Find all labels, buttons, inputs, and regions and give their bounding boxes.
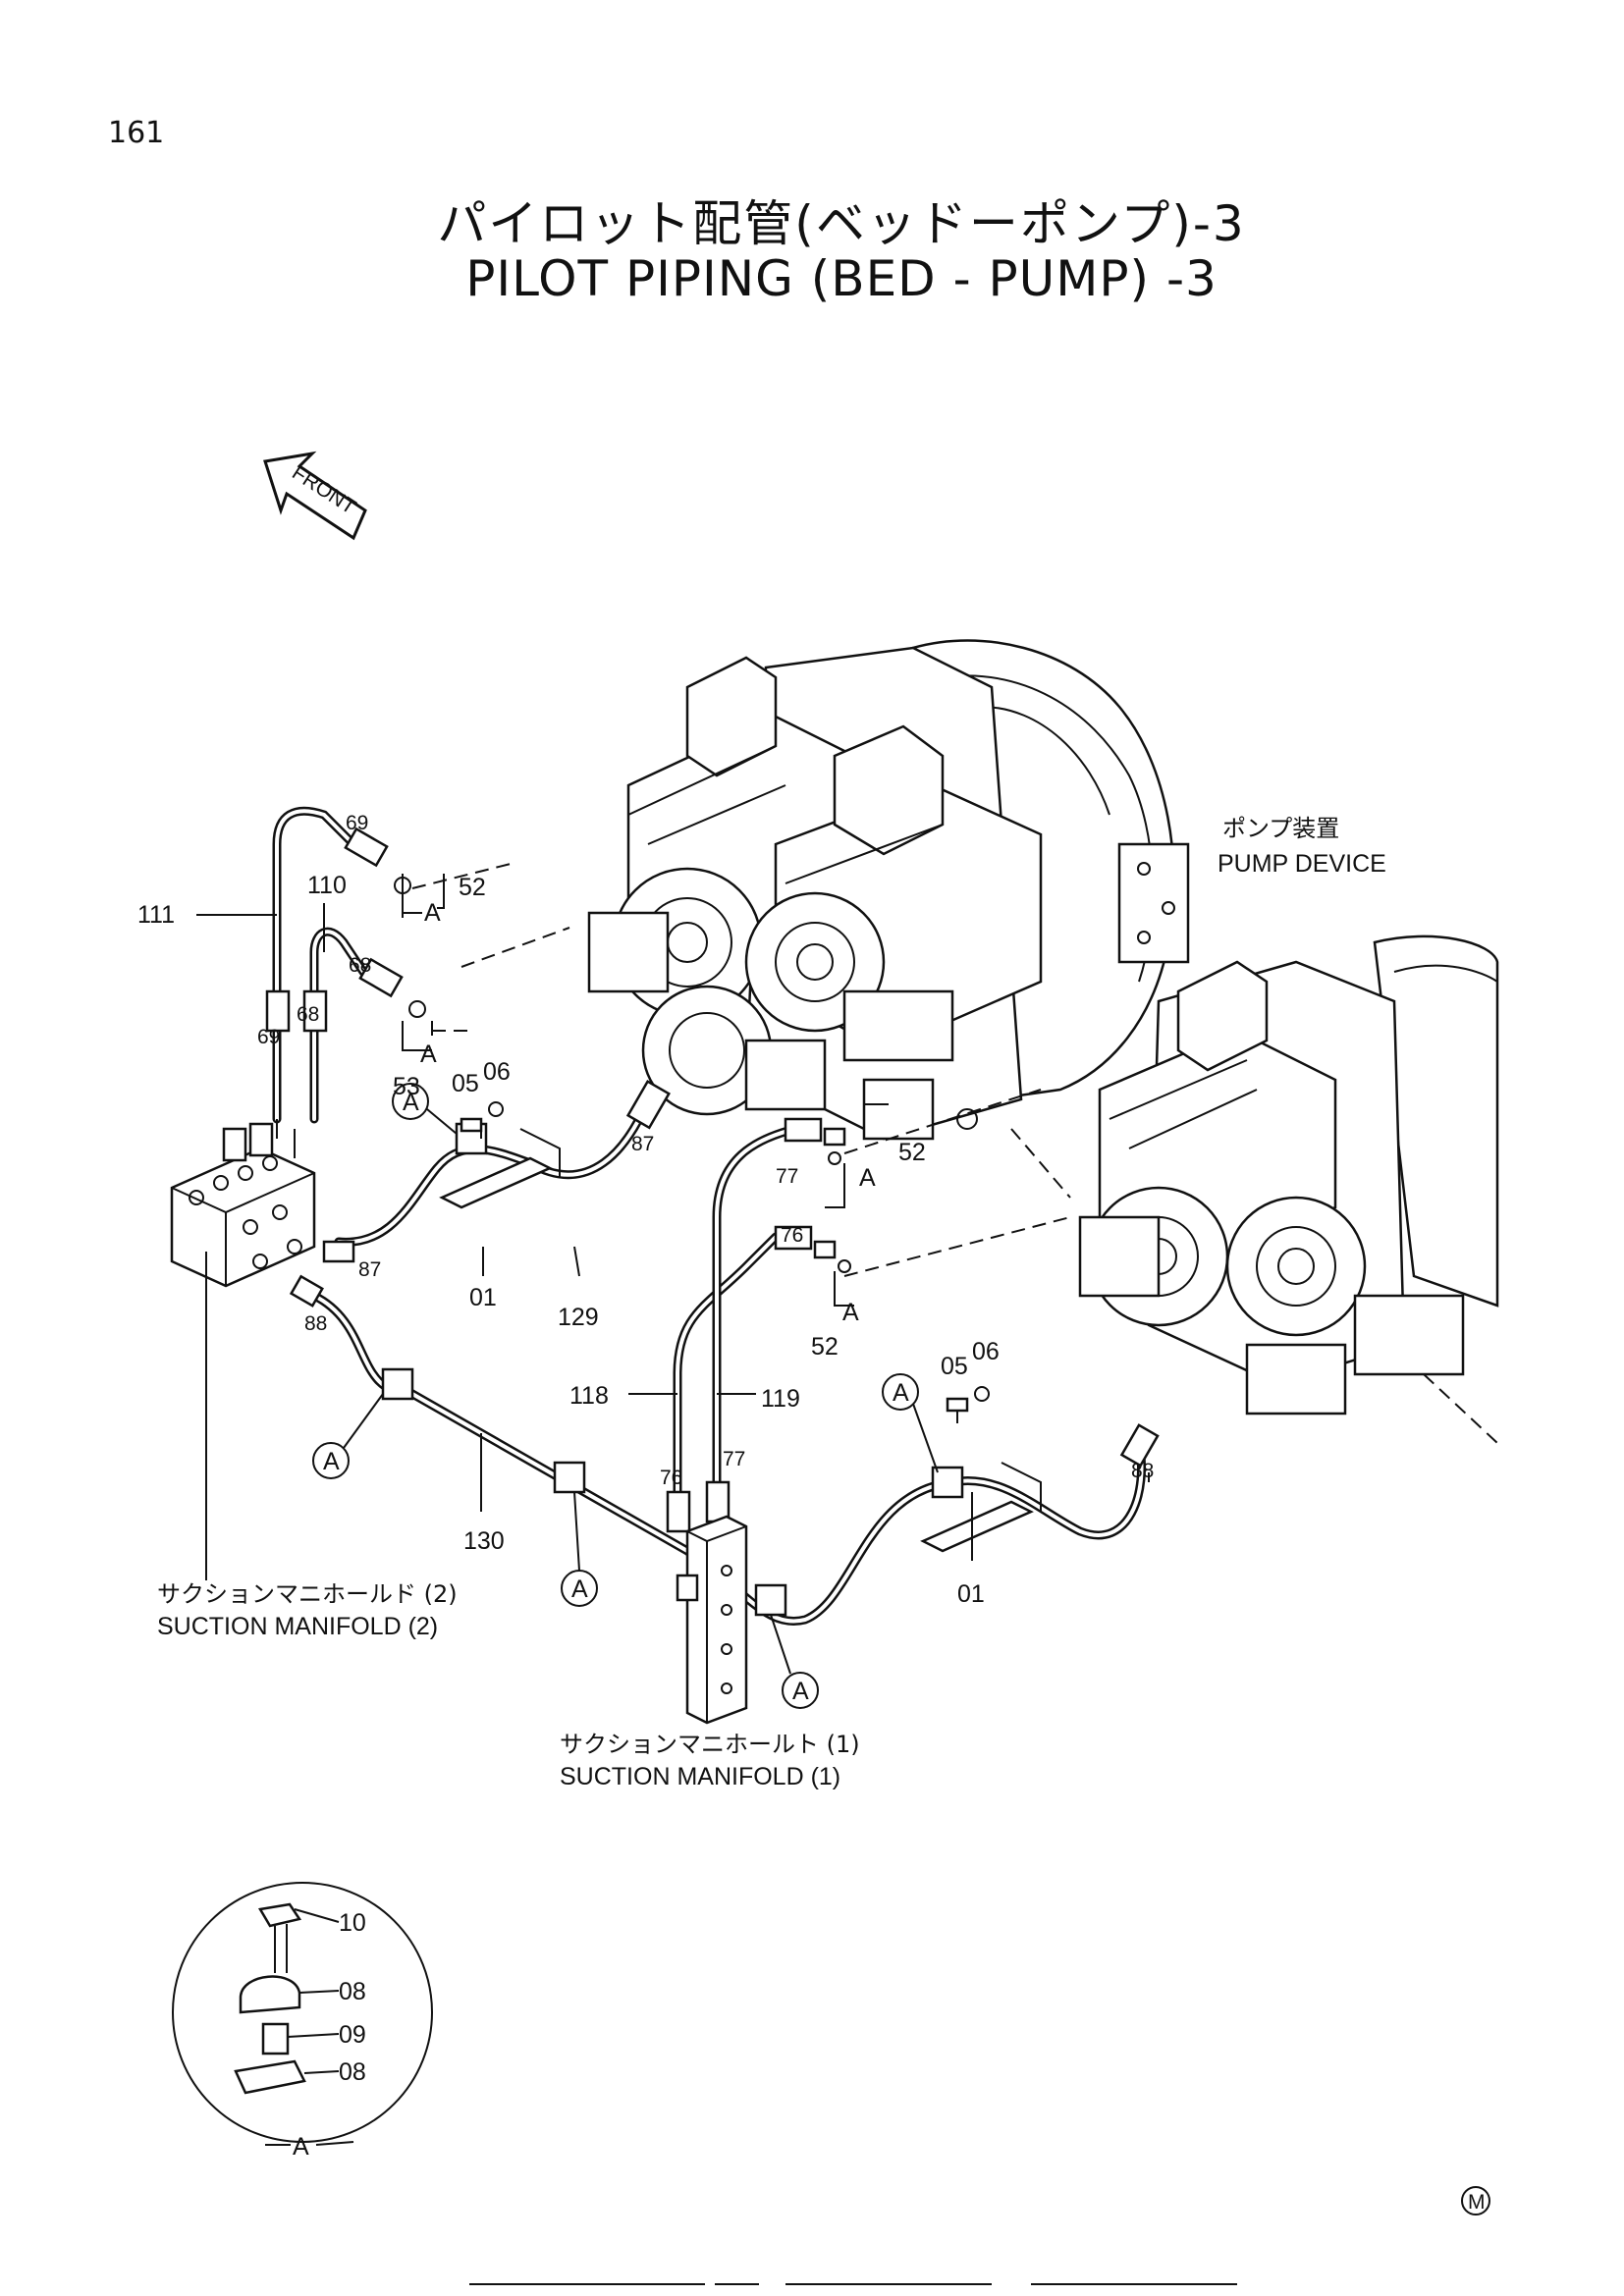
callout-69: 69	[257, 1026, 280, 1048]
callout-76: 76	[660, 1467, 682, 1489]
suction-manifold-1-body	[676, 1515, 748, 1725]
callout-118: 118	[569, 1382, 609, 1410]
callout-68: 68	[297, 1003, 319, 1026]
detail-ref-a: A	[842, 1299, 859, 1326]
hose-fittings	[265, 827, 1160, 1533]
detail-a-clamp-assembly: 10 08 09 08 A	[172, 1882, 433, 2161]
callout-88: 88	[1131, 1460, 1154, 1482]
detail-part-10: 10	[339, 1909, 366, 1937]
front-label: FRONT	[288, 461, 359, 519]
reference-markers: A A A A A	[312, 1083, 939, 1709]
callout-52: 52	[811, 1333, 839, 1361]
detail-part-08: 08	[339, 1978, 366, 2005]
suction-manifold-1-label-jp: サクションマニホールト (1)	[560, 1731, 860, 1758]
footer-rule	[715, 2283, 759, 2285]
callout-05: 05	[941, 1353, 968, 1380]
page-title-japanese: パイロット配管(ベッドーポンプ)-3	[437, 195, 1246, 252]
part-callouts: 69 110 111 52 A 68 69 68 A 53 05 06 87 8…	[137, 812, 1154, 1608]
callout-06: 06	[483, 1058, 511, 1086]
callout-88: 88	[304, 1312, 327, 1335]
callout-111: 111	[137, 901, 175, 929]
callout-01: 01	[957, 1580, 985, 1608]
corner-mark: M	[1461, 2186, 1490, 2216]
callout-52: 52	[459, 874, 486, 901]
reference-marker: A	[792, 1678, 809, 1705]
callout-77: 77	[776, 1165, 798, 1188]
callout-77: 77	[723, 1448, 745, 1470]
pump-device-lower	[1078, 934, 1499, 1444]
footer-rule	[1031, 2283, 1237, 2285]
reference-marker: A	[893, 1379, 909, 1407]
callout-87: 87	[631, 1133, 654, 1155]
reference-marker: A	[323, 1448, 340, 1475]
pump-device-label-en: PUMP DEVICE	[1218, 850, 1386, 878]
detail-ref-a: A	[424, 899, 441, 927]
leader-lines	[196, 863, 1150, 1580]
callout-119: 119	[761, 1385, 800, 1413]
pump-device-label-jp: ポンプ装置	[1222, 815, 1339, 842]
detail-part-09: 09	[339, 2021, 366, 2049]
footer-rule	[785, 2283, 992, 2285]
callout-52: 52	[898, 1139, 926, 1166]
reference-marker: A	[571, 1575, 588, 1603]
callout-87: 87	[358, 1258, 381, 1281]
connector-parts	[460, 1101, 990, 1413]
footer-rule	[469, 2283, 705, 2285]
page-number: 161	[108, 116, 165, 150]
detail-a-label: A	[293, 2133, 309, 2161]
callout-01: 01	[469, 1284, 497, 1311]
callout-69: 69	[346, 812, 368, 834]
suction-manifold-1-label-en: SUCTION MANIFOLD (1)	[560, 1763, 840, 1790]
reference-marker: A	[403, 1089, 419, 1116]
pilot-valve-block	[170, 1122, 316, 1288]
corner-mark-letter: M	[1468, 2191, 1486, 2214]
front-direction-arrow: FRONT	[263, 451, 367, 541]
callout-53: 53	[393, 1073, 420, 1100]
detail-part-08: 08	[339, 2058, 366, 2086]
callout-06: 06	[972, 1338, 1000, 1365]
suction-manifold-2-label-en: SUCTION MANIFOLD (2)	[157, 1613, 438, 1640]
callout-68: 68	[349, 954, 371, 977]
callout-110: 110	[307, 872, 347, 899]
clamps-and-brackets	[381, 1119, 1042, 1617]
page-title-english: PILOT PIPING (BED - PUMP) -3	[465, 250, 1218, 307]
component-captions: ポンプ装置 PUMP DEVICE サクションマニホールド (2) SUCTIO…	[157, 815, 1386, 1790]
suction-manifold-2-label-jp: サクションマニホールド (2)	[157, 1580, 458, 1608]
detail-ref-a: A	[859, 1164, 876, 1192]
pump-device-upper	[587, 639, 1190, 1199]
detail-ref-a: A	[420, 1041, 437, 1068]
callout-130: 130	[463, 1527, 505, 1555]
callout-129: 129	[558, 1304, 599, 1331]
callout-05: 05	[452, 1070, 479, 1097]
callout-76: 76	[781, 1224, 803, 1247]
